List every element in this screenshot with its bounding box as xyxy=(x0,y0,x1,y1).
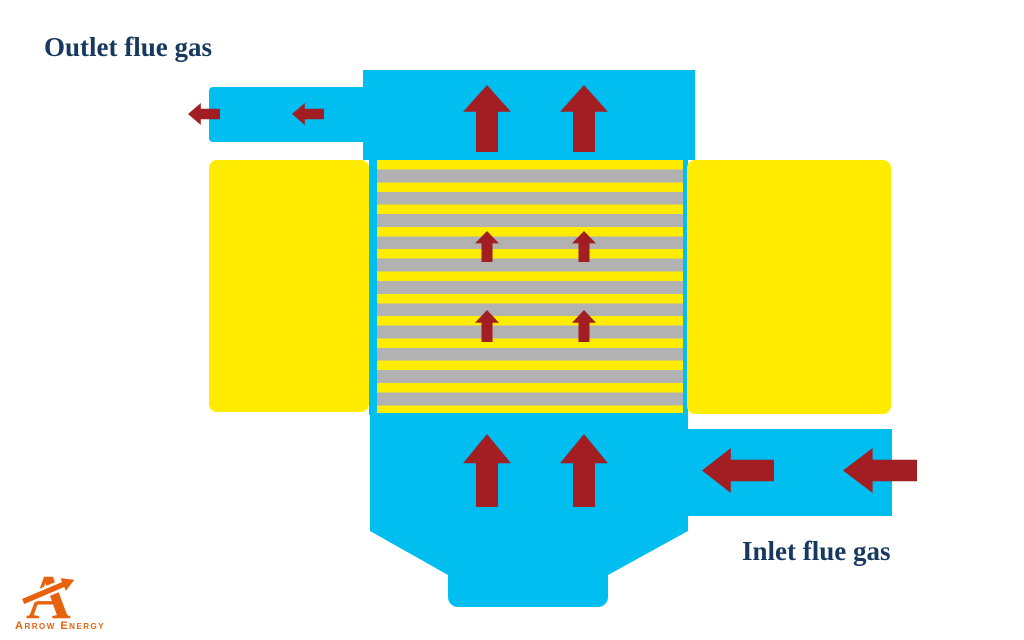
logo-company-name: Arrow Energy xyxy=(15,620,105,632)
left-insulation-block xyxy=(209,160,369,412)
inlet-flue-gas-label: Inlet flue gas xyxy=(742,536,891,566)
outlet-flue-gas-label: Outlet flue gas xyxy=(44,32,212,62)
top-plenum xyxy=(363,70,695,160)
arrow-energy-logo: A Arrow Energy xyxy=(15,564,105,632)
heat-exchanger-core xyxy=(377,160,683,413)
bottom-plenum-funnel xyxy=(370,413,688,607)
outlet-duct xyxy=(209,87,363,142)
bottom-plenum-funnel-shape xyxy=(370,413,688,607)
right-insulation-block xyxy=(687,160,891,414)
logo-arrow-icon xyxy=(18,575,80,608)
